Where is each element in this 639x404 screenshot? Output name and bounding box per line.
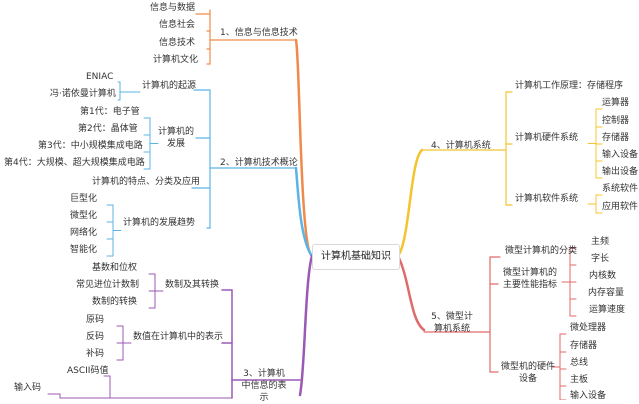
b2-title[interactable]: 2、计算机技术概论 xyxy=(220,158,298,168)
b4-hw-label[interactable]: 计算机硬件系统 xyxy=(515,133,579,143)
b3-char-item[interactable]: ASCII码值 xyxy=(67,366,109,376)
b2-dev-label[interactable]: 计算机的发展 xyxy=(158,127,195,149)
b2-trend-item[interactable]: 巨型化 xyxy=(70,194,98,204)
b3-char-item[interactable]: 输入码 xyxy=(14,383,42,393)
b3-val-item[interactable]: 补码 xyxy=(86,349,105,359)
b5-title[interactable]: 5、微型计算机系统 xyxy=(431,312,473,334)
b4-hw-item[interactable]: 输出设备 xyxy=(602,167,639,177)
b4-link-sw xyxy=(505,149,513,206)
b5-link-cls xyxy=(481,256,501,333)
b2-trend-item[interactable]: 智能化 xyxy=(70,245,98,255)
b5-hw-item[interactable]: 输入设备 xyxy=(570,391,607,401)
b5-hw-item[interactable]: 微处理器 xyxy=(570,323,607,333)
b4-sw-label[interactable]: 计算机软件系统 xyxy=(515,194,579,204)
b3-val-label[interactable]: 数值在计算机中的表示 xyxy=(133,332,224,342)
root-node[interactable]: 计算机基础知识 xyxy=(312,244,400,270)
b2-dev-item[interactable]: 第2代：晶体管 xyxy=(78,124,138,134)
b5-perf-item[interactable]: 内存容量 xyxy=(588,288,625,298)
trunk-b1 xyxy=(294,38,314,258)
b5-perf-item[interactable]: 字长 xyxy=(591,254,610,264)
b2-feat[interactable]: 计算机的特点、分类及应用 xyxy=(92,177,201,187)
b1-item[interactable]: 信息与数据 xyxy=(150,3,196,13)
b5-hw-item[interactable]: 总线 xyxy=(570,358,589,368)
b5-link-hw xyxy=(489,331,499,373)
b5-hw-item[interactable]: 主板 xyxy=(570,375,589,385)
b5-cls[interactable]: 微型计算机的分类 xyxy=(505,246,578,256)
b5-perf-item[interactable]: 运算速度 xyxy=(589,305,626,315)
b5-perf-item[interactable]: 内核数 xyxy=(589,271,617,281)
b5-perf-label[interactable]: 微型计算机的主要性能指标 xyxy=(502,268,557,290)
b2-trend-label[interactable]: 计算机的发展趋势 xyxy=(123,218,196,228)
b4-sw-item[interactable]: 应用软件 xyxy=(602,202,639,212)
b3-num-item[interactable]: 数制的转换 xyxy=(92,297,138,307)
b4-work[interactable]: 计算机工作原理：存储程序 xyxy=(515,81,624,91)
b3-char-link xyxy=(47,393,111,399)
trunk-b2 xyxy=(294,166,314,258)
b4-hw-item[interactable]: 存储器 xyxy=(602,133,630,143)
b4-title[interactable]: 4、计算机系统 xyxy=(431,141,491,151)
b3-num-label[interactable]: 数制及其转换 xyxy=(165,280,220,290)
b3-char-link xyxy=(103,375,233,399)
b2-trend-item[interactable]: 微型化 xyxy=(70,211,98,221)
b2-origin-item[interactable]: 冯·诺依曼计算机 xyxy=(50,89,116,99)
b5-perf-item[interactable]: 主频 xyxy=(591,237,610,247)
b2-dev-item[interactable]: 第4代：大规模、超大规模集成电路 xyxy=(4,158,145,168)
trunk-b3 xyxy=(298,254,314,397)
b2-link-trend xyxy=(206,187,211,229)
trunk-b4 xyxy=(396,148,424,258)
b5-hw-item[interactable]: 存储器 xyxy=(570,341,598,351)
trunk-b5 xyxy=(396,254,426,332)
b1-title[interactable]: 1、信息与信息技术 xyxy=(220,28,298,38)
b2-origin-leaf xyxy=(117,81,141,93)
b2-origin-leaf xyxy=(117,91,121,101)
b2-origin-item[interactable]: ENIAC xyxy=(86,72,114,82)
b1-item[interactable]: 信息社会 xyxy=(159,20,196,30)
b2-dev-item[interactable]: 第1代：电子管 xyxy=(80,107,140,117)
b3-val-item[interactable]: 原码 xyxy=(86,315,105,325)
b1-item[interactable]: 计算机文化 xyxy=(153,55,199,65)
b3-num-item[interactable]: 常见进位计数制 xyxy=(76,280,140,290)
b2-link-origin xyxy=(193,89,219,169)
b4-link-work xyxy=(497,91,513,151)
b3-title[interactable]: 3、计算机中信息的表示 xyxy=(241,369,287,403)
b2-trend-item[interactable]: 网络化 xyxy=(70,228,98,238)
b4-hw-item[interactable]: 运算器 xyxy=(602,98,630,108)
b5-hw-label[interactable]: 微型机的硬件设备 xyxy=(500,362,555,384)
b4-sw-item[interactable]: 系统软件 xyxy=(602,184,639,194)
b1-item[interactable]: 信息技术 xyxy=(159,38,196,48)
b2-origin-label[interactable]: 计算机的起源 xyxy=(142,81,197,91)
b2-dev-item[interactable]: 第3代：中小规模集成电路 xyxy=(38,141,143,151)
b4-hw-item[interactable]: 输入设备 xyxy=(602,150,639,160)
b4-hw-item[interactable]: 控制器 xyxy=(602,116,630,126)
b3-num-item[interactable]: 基数和位权 xyxy=(92,263,138,273)
b3-val-item[interactable]: 反码 xyxy=(86,332,105,342)
b3-link-num xyxy=(221,289,301,381)
